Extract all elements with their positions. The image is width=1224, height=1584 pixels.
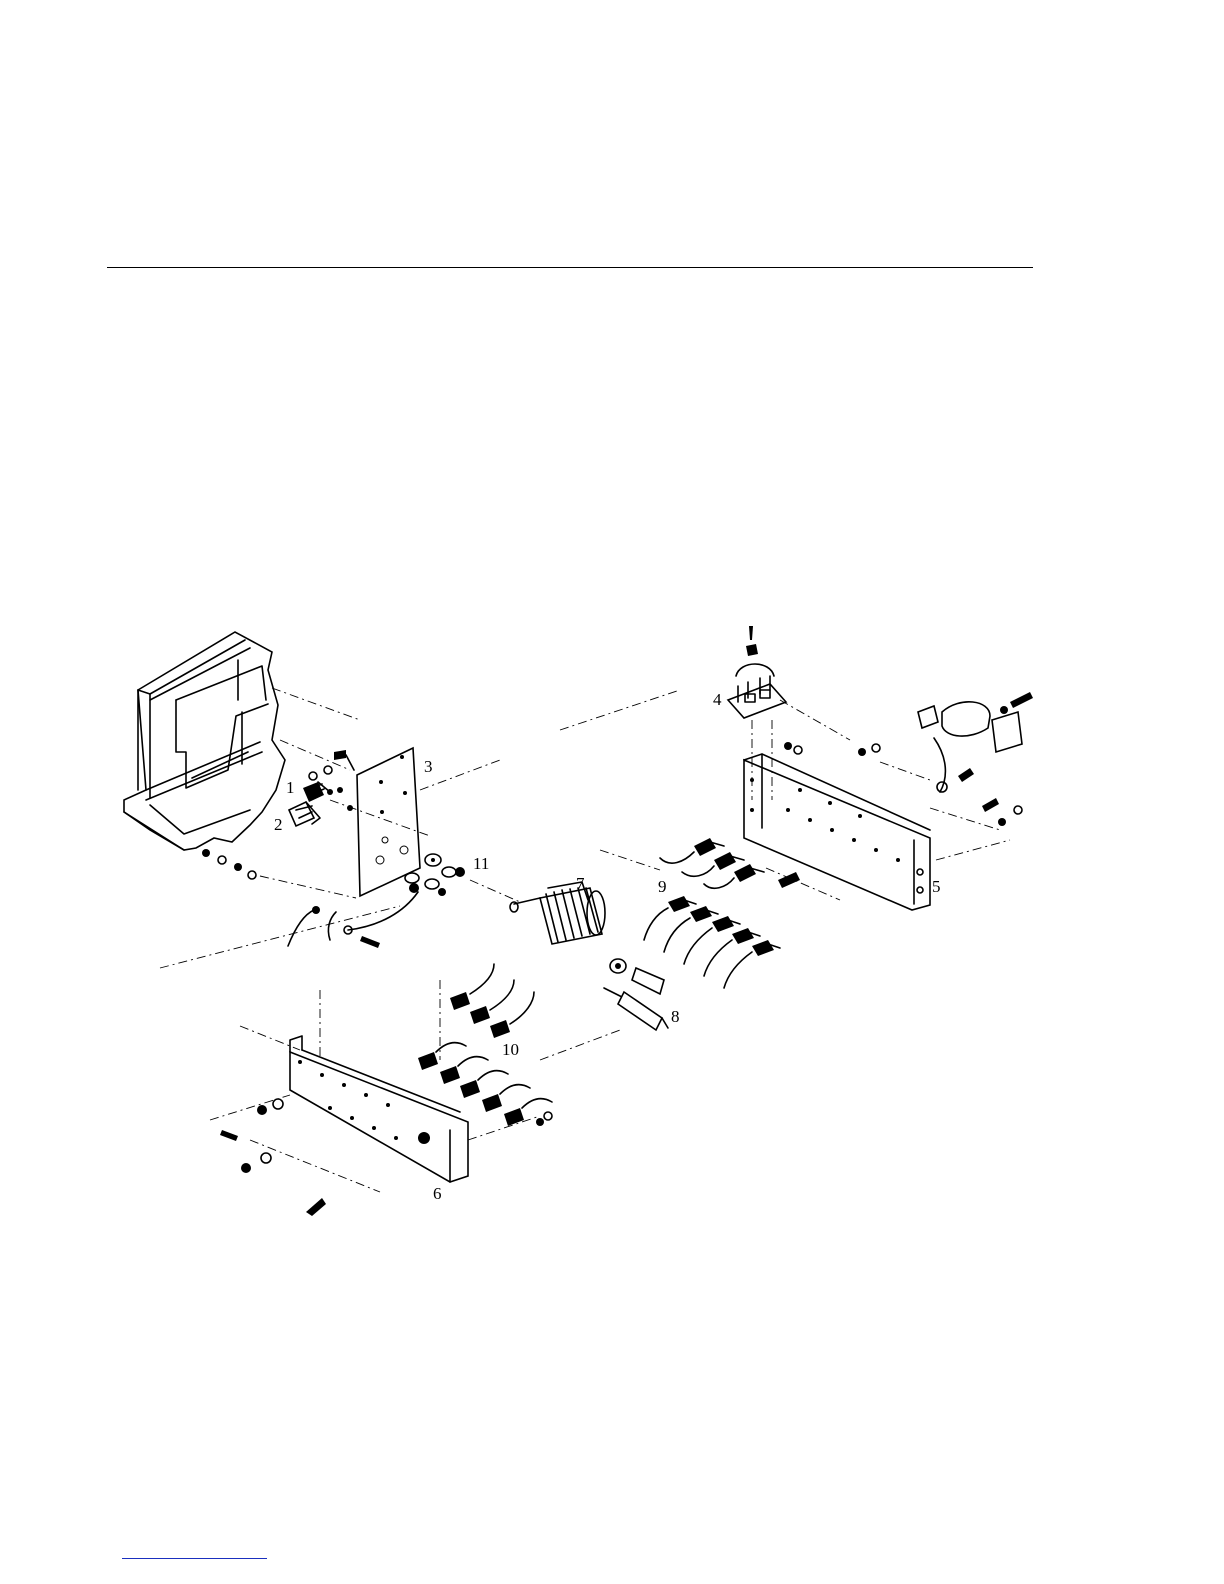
standoff-group-upper bbox=[660, 838, 764, 888]
callout-6: 6 bbox=[433, 1184, 442, 1203]
alignment-lines bbox=[160, 688, 1010, 1192]
footer-rule bbox=[122, 1558, 267, 1559]
callout-8: 8 bbox=[671, 1007, 680, 1026]
callout-4: 4 bbox=[713, 690, 722, 709]
callout-11: 11 bbox=[473, 854, 489, 873]
connector-part-1 bbox=[303, 782, 333, 802]
callout-2: 2 bbox=[274, 815, 283, 834]
insulating-sleeve bbox=[604, 959, 668, 1030]
callout-5: 5 bbox=[932, 877, 941, 896]
standoff-group-lower bbox=[644, 896, 780, 988]
coil-assembly bbox=[510, 882, 605, 944]
standoff-group-part-10 bbox=[418, 964, 552, 1126]
callout-7: 7 bbox=[576, 874, 585, 893]
callout-1: 1 bbox=[286, 778, 295, 797]
chassis-frame bbox=[124, 632, 285, 850]
callout-10: 10 bbox=[502, 1040, 519, 1059]
terminal-board-lower bbox=[290, 1036, 468, 1182]
callout-3: 3 bbox=[424, 757, 433, 776]
connector-part-2 bbox=[289, 802, 320, 826]
socket-assembly bbox=[728, 626, 786, 718]
hardware-lower bbox=[220, 1099, 326, 1216]
callout-9: 9 bbox=[658, 877, 667, 896]
